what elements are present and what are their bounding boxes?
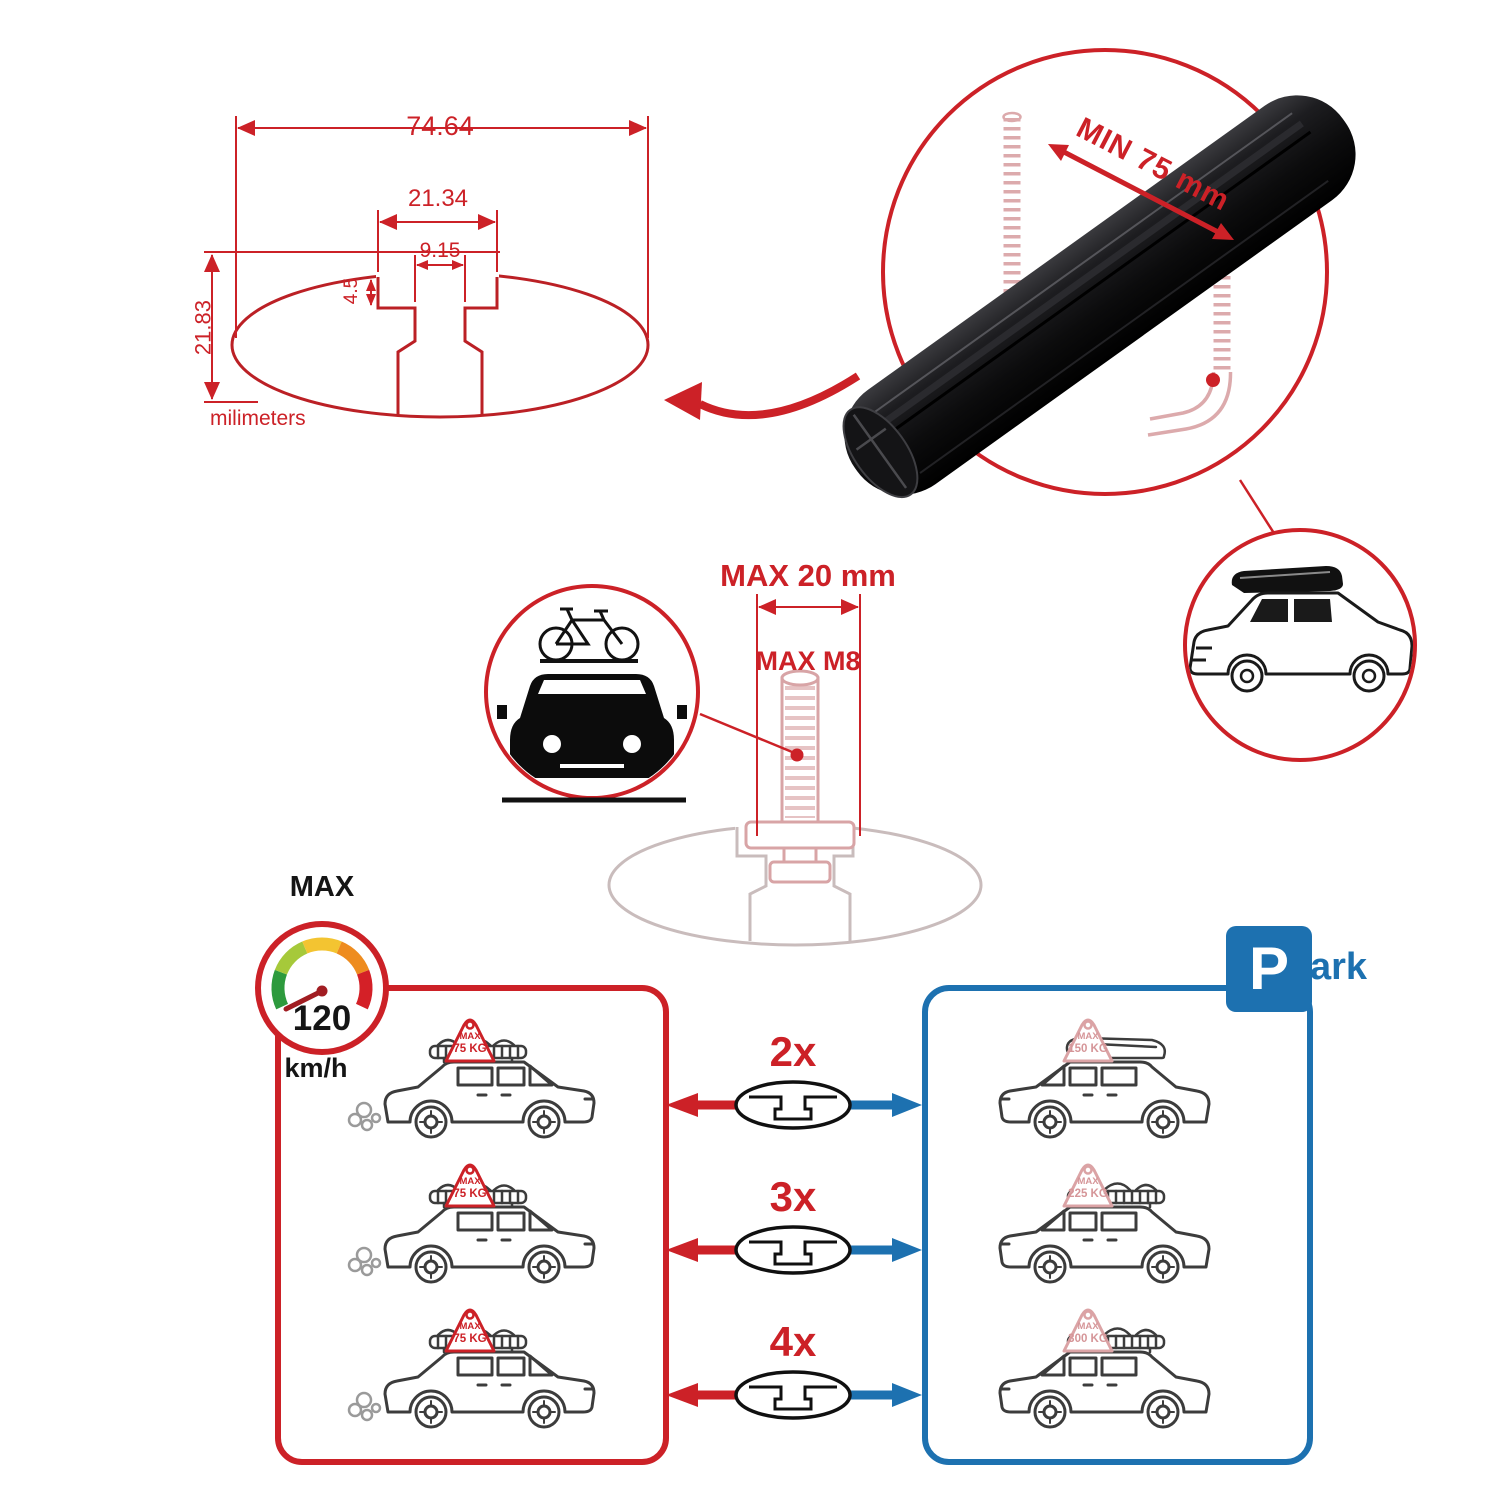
bolt-pointer-line xyxy=(699,712,798,756)
load-tag-max: MAX xyxy=(1077,1321,1099,1332)
quantity-row-2x xyxy=(666,1080,922,1130)
dim-total-width-label: 74.64 xyxy=(406,111,474,141)
crossbar-detail-circle xyxy=(842,48,1356,553)
min-length-arrow xyxy=(1048,144,1234,240)
speed-max-label: MAX xyxy=(289,871,355,903)
clamp-marker-dot xyxy=(1206,373,1220,387)
blue-arrow-right xyxy=(892,1238,922,1262)
detail-pointer-arrow xyxy=(664,372,861,420)
quantity-label-3x: 3x xyxy=(769,1173,817,1220)
speed-value: 120 xyxy=(292,999,352,1038)
load-tag-weight: 75 KG xyxy=(453,1332,487,1345)
parking-sign-letter: P xyxy=(1248,935,1290,1002)
quantity-row-3x xyxy=(666,1225,922,1275)
suv-roofbox-circle xyxy=(1183,528,1417,762)
cross-section-drawing xyxy=(204,116,650,419)
bar-profile-icon xyxy=(734,1225,852,1275)
max-width-label: MAX 20 mm xyxy=(720,558,896,593)
dim-lip-depth-label: 4.5 xyxy=(341,277,363,305)
quantity-row-4x xyxy=(666,1370,922,1420)
load-tag-weight: 75 KG xyxy=(453,1042,487,1055)
load-tag-parked-2: MAX 225 KG xyxy=(1058,1161,1118,1209)
bolt xyxy=(744,669,856,884)
blue-arrow-right xyxy=(892,1093,922,1117)
load-tag-weight: 75 KG xyxy=(453,1187,487,1200)
load-tag-max: MAX xyxy=(459,1031,481,1042)
bike-icon xyxy=(538,607,640,663)
dimension-lines xyxy=(204,116,649,403)
dim-total-height-label: 21.83 xyxy=(190,300,216,356)
quantity-label-4x: 4x xyxy=(769,1318,817,1365)
dim-slot-outer-label: 21.34 xyxy=(407,185,469,212)
max-thread-label: MAX M8 xyxy=(755,646,861,676)
parking-sign-square xyxy=(1226,926,1312,1012)
load-tag-max: MAX xyxy=(1077,1031,1099,1042)
load-tag-max: MAX xyxy=(459,1176,481,1187)
load-tag-driving-2: MAX 75 KG xyxy=(440,1161,500,1209)
blue-arrow-right xyxy=(892,1383,922,1407)
dim-slot-inner-label: 9.15 xyxy=(419,239,461,262)
speedometer-needle xyxy=(283,988,325,1012)
red-arrow-left xyxy=(666,1383,698,1407)
load-tag-parked-3: MAX 300 KG xyxy=(1058,1306,1118,1354)
crossbar-3d xyxy=(842,95,1356,499)
load-tag-weight: 225 KG xyxy=(1068,1187,1108,1200)
suv-roofbox-illustration xyxy=(1188,566,1413,693)
car-bike-illustration xyxy=(497,607,687,778)
bolt-diagram xyxy=(607,594,983,947)
profile-channel-left xyxy=(376,277,417,415)
bolt-dimension-lines xyxy=(756,594,861,836)
bar-profile-icon xyxy=(734,1370,852,1420)
bolt-marker-dot xyxy=(790,748,804,762)
load-tag-driving-3: MAX 75 KG xyxy=(440,1306,500,1354)
speedometer-icon xyxy=(255,921,389,1055)
bar-profile-icon xyxy=(734,1080,852,1130)
quantity-label-2x: 2x xyxy=(769,1028,817,1075)
profile-channel-right xyxy=(463,277,499,415)
load-tag-weight: 300 KG xyxy=(1068,1332,1108,1345)
red-arrow-left xyxy=(666,1093,698,1117)
car-bike-circle xyxy=(484,584,700,803)
speed-unit-label: km/h xyxy=(284,1053,348,1083)
parking-sign-rest: ark xyxy=(1310,946,1368,988)
load-tag-max: MAX xyxy=(459,1321,481,1332)
units-label: milimeters xyxy=(210,407,306,430)
red-arrow-left xyxy=(666,1238,698,1262)
load-tag-weight: 150 KG xyxy=(1068,1042,1108,1055)
load-tag-max: MAX xyxy=(1077,1176,1099,1187)
load-tag-driving-1: MAX 75 KG xyxy=(440,1016,500,1064)
load-tag-parked-1: MAX 150 KG xyxy=(1058,1016,1118,1064)
